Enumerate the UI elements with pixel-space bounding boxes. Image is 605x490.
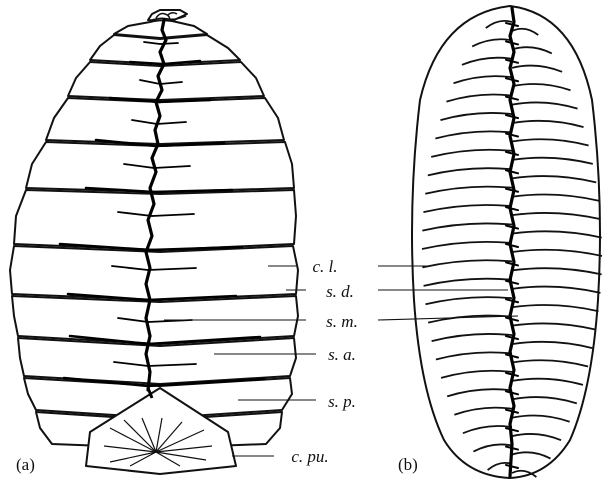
specimen-a-segments: [10, 10, 298, 448]
label-sd: s. d.: [326, 282, 354, 301]
specimen-b: [378, 6, 602, 478]
label-sp: s. p.: [328, 392, 356, 411]
specimen-a: [10, 10, 316, 474]
label-cl: c. l.: [312, 257, 337, 276]
panel-label-b: (b): [398, 455, 418, 474]
label-cpu: c. pu.: [291, 447, 328, 466]
panel-label-a: (a): [16, 455, 35, 474]
label-sa: s. a.: [328, 345, 356, 364]
label-sm: s. m.: [326, 312, 358, 331]
